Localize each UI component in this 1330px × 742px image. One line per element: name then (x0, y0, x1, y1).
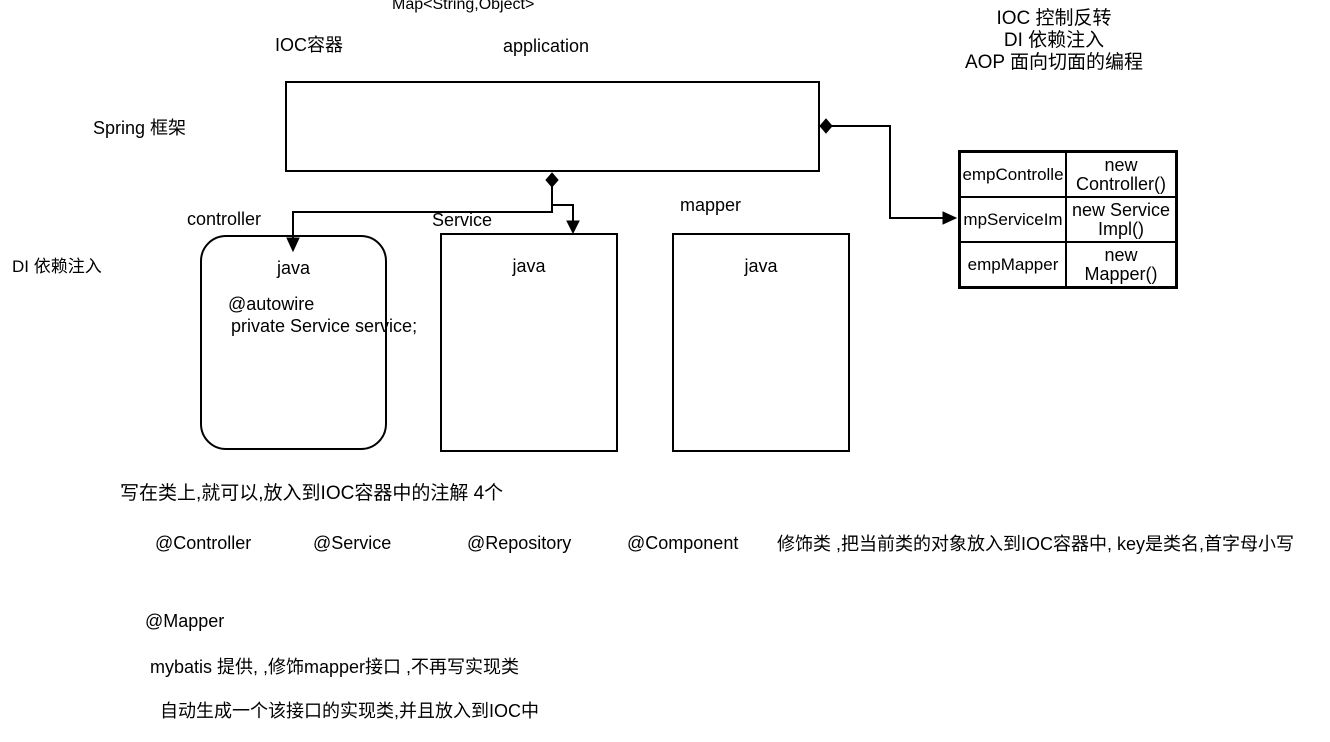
service-field-text: private Service service; (231, 316, 418, 336)
bean-table: empControlle new Controller() mpServiceI… (958, 150, 1178, 289)
service-label: Service (432, 210, 493, 230)
controller-class-box: java (200, 235, 387, 450)
mapper-impl-note-line: 自动生成一个该接口的实现类,并且放入到IOC中 (160, 701, 539, 721)
component-annotation: @Component (627, 533, 739, 553)
bean-value-cell: new Mapper() (1066, 242, 1176, 287)
service-class-box: java (440, 233, 618, 452)
connector-container-to-controller (292, 185, 553, 239)
spring-framework-label: Spring 框架 (93, 118, 187, 138)
controller-annotation: @Controller (155, 533, 252, 553)
mapper-annotation: @Mapper (145, 611, 225, 631)
bean-value-line: Controller() (1075, 173, 1167, 194)
map-type-label: Map<String,Object> (392, 0, 535, 13)
controller-java-tag: java (276, 258, 311, 278)
ioc-container-box (285, 81, 820, 172)
concept-aop: AOP 面向切面的编程 (964, 52, 1144, 73)
autowire-annotation-text: @autowire (228, 294, 315, 314)
repository-annotation: @Repository (467, 533, 572, 553)
diamond-connector-bottom (545, 172, 559, 188)
controller-label: controller (187, 209, 262, 229)
bean-value-cell: new Controller() (1066, 152, 1176, 197)
concept-di: DI 依赖注入 (1003, 30, 1105, 51)
bean-value-cell: new Service Impl() (1066, 197, 1176, 242)
bean-key-cell: mpServiceIm (960, 197, 1066, 242)
mapper-class-box: java (672, 233, 850, 452)
annotation-note-line: 写在类上,就可以,放入到IOC容器中的注解 4个 (120, 483, 504, 504)
bean-key-cell: empMapper (960, 242, 1066, 287)
connector-container-to-bean-table (831, 125, 943, 219)
mybatis-note-line: mybatis 提供, ,修饰mapper接口 ,不再写实现类 (150, 657, 520, 677)
bean-key-cell: empControlle (960, 152, 1066, 197)
connector-container-to-service (552, 204, 574, 223)
bean-value-line: new (1104, 244, 1138, 265)
bean-value-line: Mapper() (1084, 263, 1158, 284)
service-annotation: @Service (313, 533, 392, 553)
arrowhead-to-service (566, 220, 580, 235)
application-label: application (503, 36, 590, 56)
mapper-java-tag: java (744, 256, 778, 276)
concept-ioc: IOC 控制反转 (996, 8, 1112, 29)
diamond-connector-right (819, 118, 833, 134)
service-java-tag: java (512, 256, 546, 276)
arrowhead-to-bean-table (942, 211, 958, 225)
di-injection-label: DI 依赖注入 (12, 257, 102, 276)
bean-value-line: Impl() (1098, 218, 1144, 239)
ioc-container-label: IOC容器 (275, 35, 344, 55)
mapper-label: mapper (680, 195, 742, 215)
bean-value-line: new (1104, 154, 1138, 175)
annotation-description: 修饰类 ,把当前类的对象放入到IOC容器中, key是类名,首字母小写 (777, 534, 1295, 554)
spring-concepts-note: IOC 控制反转 DI 依赖注入 AOP 面向切面的编程 (904, 8, 1204, 74)
bean-value-line: new Service (1071, 199, 1171, 220)
